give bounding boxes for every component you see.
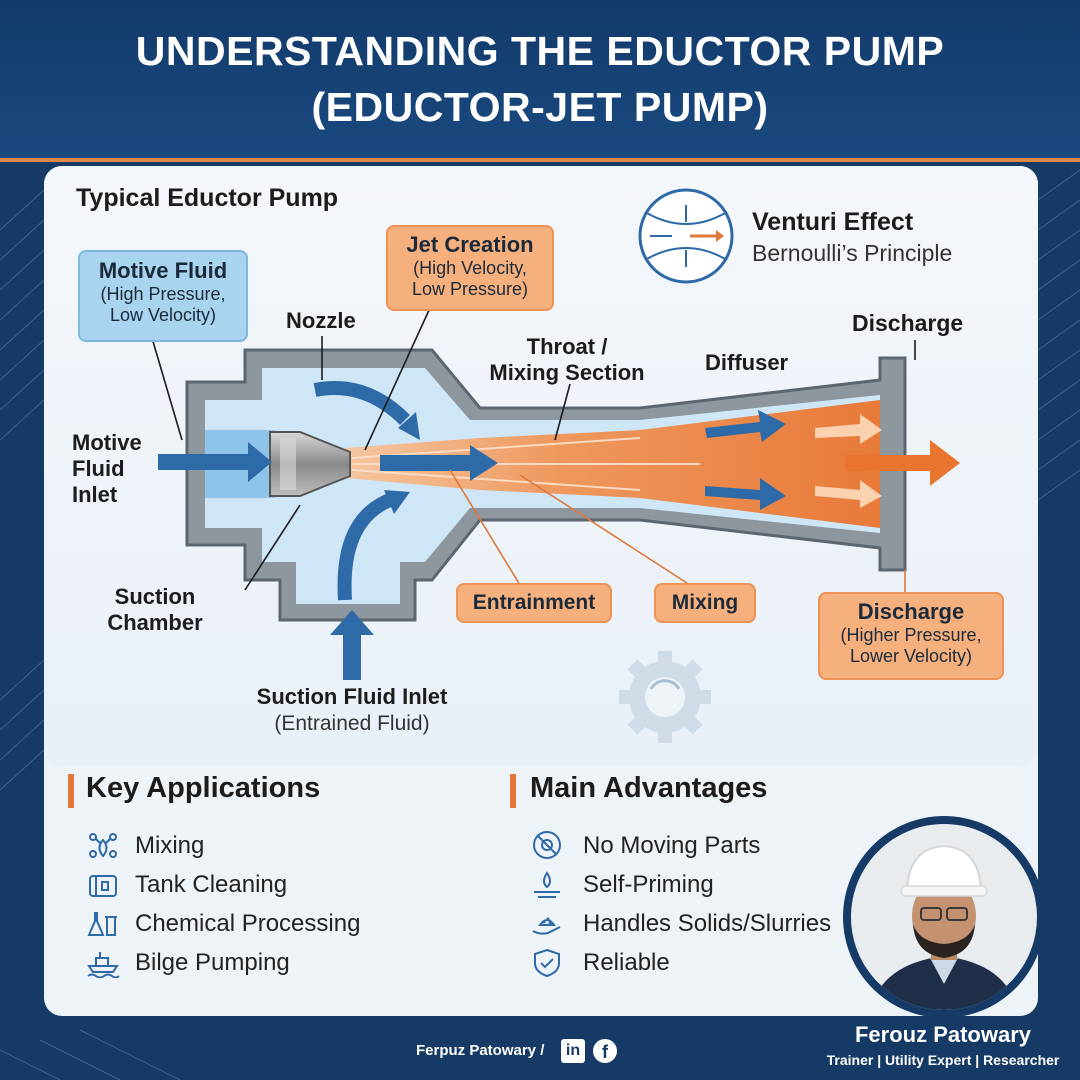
discharge-callout-line3: Lower Velocity): [849, 646, 973, 666]
linkedin-icon[interactable]: in: [561, 1039, 585, 1063]
motive-inlet-line-2: Fluid: [72, 456, 125, 481]
motive-fluid-title: Motive Fluid: [98, 258, 228, 283]
jet-creation-title: Jet Creation: [406, 232, 534, 257]
advantage-item: Handles Solids/Slurries: [583, 910, 832, 937]
title-line-1: UNDERSTANDING THE EDUCTOR PUMP: [135, 28, 945, 74]
discharge-callout-line2: (Higher Pressure,: [840, 625, 982, 645]
jet-creation-line3: Low Pressure): [411, 279, 529, 299]
diagram-heading: Typical Eductor Pump: [76, 184, 339, 212]
shield-check-icon: [534, 948, 560, 978]
motive-inlet-label: Motive Fluid Inlet: [72, 430, 142, 508]
mixing-icon: [89, 833, 117, 858]
discharge-callout: Discharge (Higher Pressure, Lower Veloci…: [818, 592, 1004, 680]
application-item: Chemical Processing: [135, 910, 361, 937]
nozzle-label: Nozzle: [286, 308, 356, 333]
facebook-icon[interactable]: f: [593, 1039, 617, 1063]
suction-chamber-line-2: Chamber: [107, 610, 203, 635]
entrainment-callout: Entrainment: [456, 583, 612, 623]
motive-inlet-line-1: Motive: [72, 430, 142, 455]
advantage-item: No Moving Parts: [583, 832, 761, 859]
throat-label: Throat / Mixing Section: [482, 334, 652, 386]
applications-heading: Key Applications: [86, 772, 321, 804]
author-name: Ferouz Patowary: [854, 1022, 1032, 1047]
suction-inlet-title: Suction Fluid Inlet: [256, 684, 448, 709]
suction-inlet-subtitle: (Entrained Fluid): [274, 712, 430, 735]
venturi-subtitle: Bernoulli’s Principle: [752, 240, 953, 266]
jet-creation-line2: (High Velocity,: [413, 258, 527, 278]
no-gear-icon: [533, 831, 561, 859]
avatar: [851, 824, 1037, 1010]
advantage-item: Self-Priming: [583, 871, 714, 898]
mixing-callout: Mixing: [654, 583, 756, 623]
discharge-label: Discharge: [852, 310, 964, 336]
diffuser-label: Diffuser: [705, 350, 789, 375]
throat-line-1: Throat /: [526, 334, 608, 359]
flask-icon: [87, 912, 117, 936]
advantage-item: Reliable: [583, 949, 670, 976]
venturi-title: Venturi Effect: [752, 208, 914, 236]
footer-handle: Ferpuz Patowary /: [416, 1042, 545, 1059]
ship-icon: [87, 952, 120, 978]
application-item: Tank Cleaning: [135, 871, 288, 898]
advantages-heading: Main Advantages: [530, 772, 768, 804]
header-divider: [0, 158, 1080, 162]
tank-icon: [89, 875, 117, 897]
advantages-accent-bar: [510, 774, 516, 808]
droplet-icon: [534, 871, 560, 898]
author-role: Trainer | Utility Expert | Researcher: [826, 1052, 1060, 1068]
discharge-callout-title: Discharge: [857, 599, 965, 624]
application-item: Bilge Pumping: [135, 949, 290, 976]
hand-solids-icon: [532, 917, 561, 935]
title-line-2: (EDUCTOR-JET PUMP): [311, 84, 769, 130]
suction-chamber-label: Suction Chamber: [100, 584, 210, 636]
application-item: Mixing: [135, 832, 205, 859]
motive-fluid-line3: Low Velocity): [109, 305, 217, 325]
suction-chamber-line-1: Suction: [114, 584, 196, 609]
motive-fluid-callout: Motive Fluid (High Pressure, Low Velocit…: [78, 250, 248, 342]
motive-inlet-line-3: Inlet: [72, 482, 118, 507]
throat-line-2: Mixing Section: [489, 360, 645, 385]
jet-creation-callout: Jet Creation (High Velocity, Low Pressur…: [386, 225, 554, 311]
motive-fluid-line2: (High Pressure,: [100, 284, 226, 304]
header-banner: [0, 0, 1080, 160]
applications-accent-bar: [68, 774, 74, 808]
